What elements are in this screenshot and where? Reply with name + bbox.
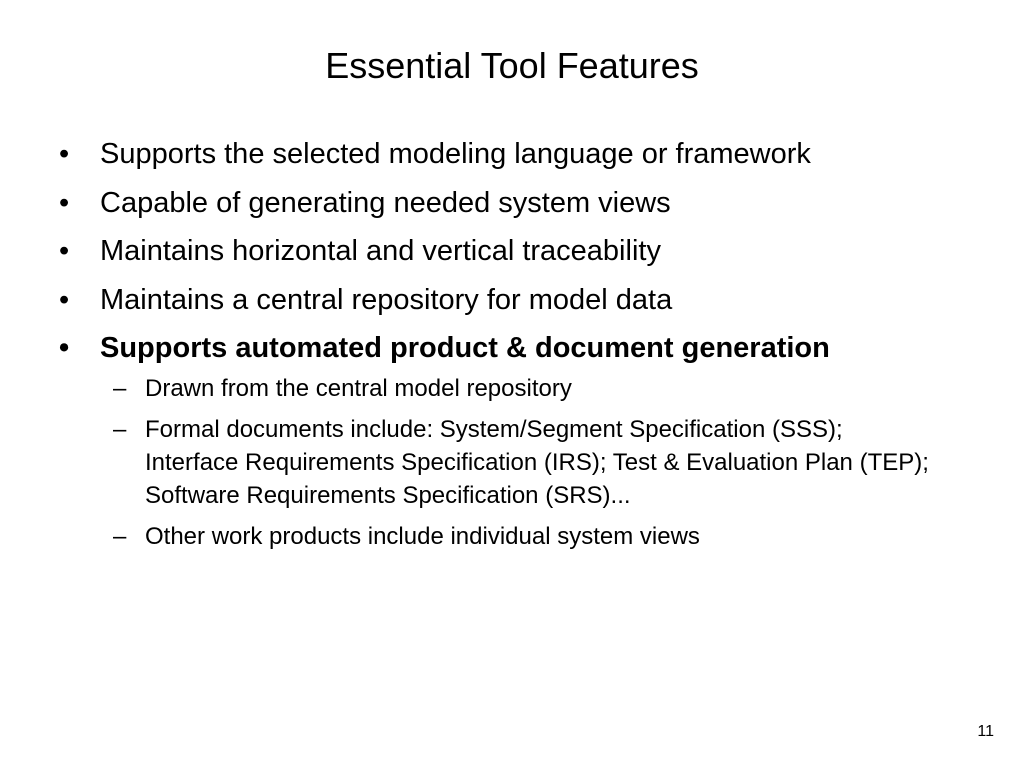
sub-bullet-marker: – xyxy=(113,523,127,550)
bullet-text: Maintains a central repository for model… xyxy=(100,283,673,316)
bullet-item: • Supports the selected modeling languag… xyxy=(58,136,988,172)
bullet-item: • Maintains horizontal and vertical trac… xyxy=(58,233,988,269)
sub-bullet-item: – Drawn from the central model repositor… xyxy=(58,372,935,405)
slide-title: Essential Tool Features xyxy=(325,45,699,86)
sub-bullet-item: – Formal documents include: System/Segme… xyxy=(58,413,935,512)
sub-bullet-marker: – xyxy=(113,416,127,443)
sub-bullet-text: Other work products include individual s… xyxy=(145,523,700,550)
bullet-text: Supports automated product & document ge… xyxy=(100,332,830,364)
bullet-marker: • xyxy=(59,283,70,316)
bullet-item: • Maintains a central repository for mod… xyxy=(58,282,988,318)
sub-bullet-text: Formal documents include: System/Segment… xyxy=(145,416,929,509)
page-number: 11 xyxy=(977,723,994,740)
bullet-item-bold: • Supports automated product & document … xyxy=(58,330,988,366)
bullet-text: Maintains horizontal and vertical tracea… xyxy=(100,235,661,267)
sub-bullet-list: – Drawn from the central model repositor… xyxy=(58,372,988,553)
bullet-marker: • xyxy=(59,235,70,267)
bullet-marker: • xyxy=(59,332,70,364)
bullet-list: • Supports the selected modeling languag… xyxy=(58,136,988,561)
sub-bullet-item: – Other work products include individual… xyxy=(58,520,935,553)
sub-bullet-container: – Drawn from the central model repositor… xyxy=(58,372,988,553)
sub-bullet-text: Drawn from the central model repository xyxy=(145,375,572,402)
bullet-text: Capable of generating needed system view… xyxy=(100,186,671,219)
bullet-marker: • xyxy=(59,138,70,170)
bullet-marker: • xyxy=(59,186,70,219)
bullet-text: Supports the selected modeling language … xyxy=(100,138,811,170)
bullet-item: • Capable of generating needed system vi… xyxy=(58,185,988,221)
sub-bullet-marker: – xyxy=(113,375,127,402)
